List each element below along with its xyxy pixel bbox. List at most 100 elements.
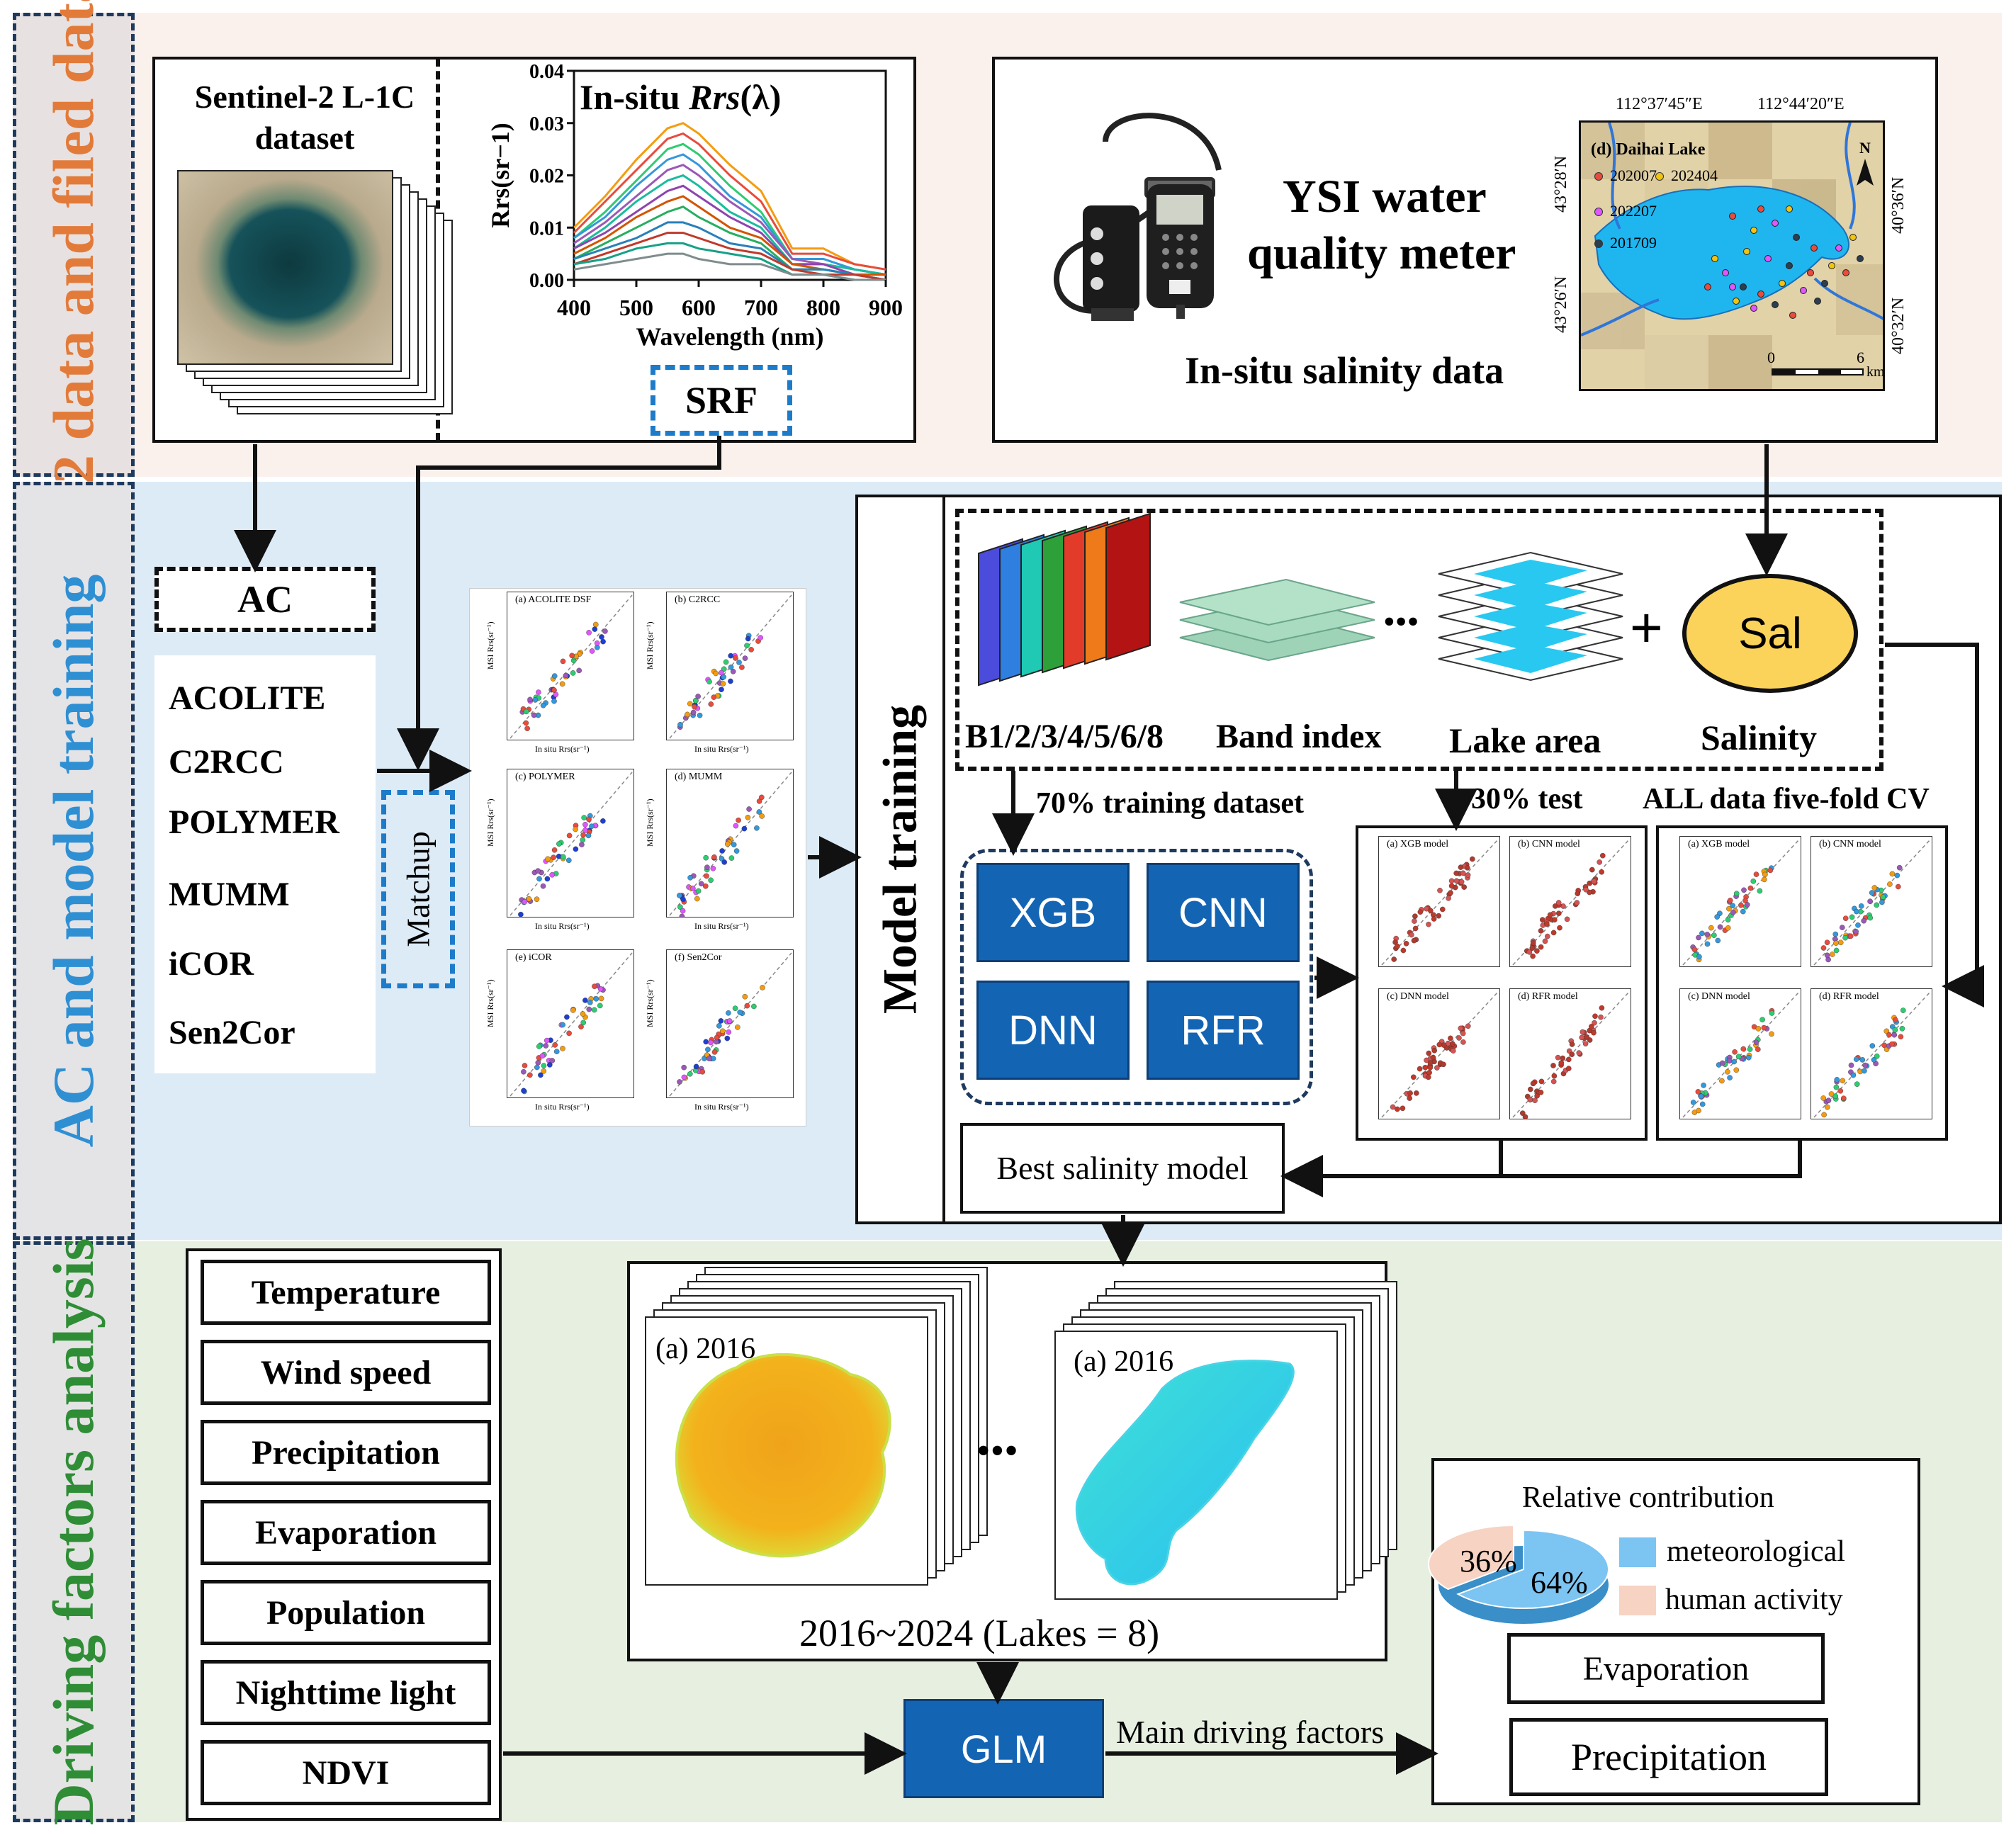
test-subplot — [1378, 836, 1500, 967]
scatter-point — [1711, 932, 1717, 938]
map-sample-point — [1757, 290, 1764, 298]
one-to-one-line — [1381, 991, 1499, 1118]
one-to-one-line — [509, 594, 633, 739]
best-model-label: Best salinity model — [996, 1150, 1249, 1186]
map-sample-point — [1757, 205, 1764, 213]
scatter-point — [593, 621, 599, 628]
scatter-point — [1886, 1032, 1892, 1038]
scatter-point — [697, 712, 703, 718]
scatter-point — [1753, 1039, 1759, 1046]
scatter-point — [1534, 948, 1540, 954]
scatter-point — [714, 1034, 720, 1041]
scatter-point — [1704, 941, 1711, 947]
scatter-point — [1426, 921, 1431, 927]
scatter-point — [1858, 903, 1864, 909]
scatter-point — [1696, 954, 1702, 960]
scatter-point — [597, 1003, 603, 1009]
scatter-point — [1530, 940, 1536, 946]
scatter-point — [1833, 940, 1839, 946]
scatter-point — [1540, 917, 1545, 922]
scatter-point — [1446, 896, 1451, 901]
scatter-point — [1719, 1060, 1725, 1066]
scatter-point — [1731, 1058, 1737, 1065]
scatter-point — [1861, 918, 1866, 924]
scatter-point — [728, 664, 734, 670]
scatter-point — [549, 1058, 556, 1063]
ysi-title-line1: YSI water — [1283, 171, 1487, 222]
scatter-point — [1431, 916, 1437, 922]
map-sample-point — [1740, 283, 1747, 290]
scatter-point — [1833, 1084, 1840, 1090]
scatter-point — [1704, 932, 1711, 937]
scatter-point — [1412, 918, 1417, 924]
ysi-title-line2: quality meter — [1247, 227, 1516, 279]
ac-subplot-ylabel: MSI Rrs(sr⁻¹) — [485, 621, 495, 670]
ac-subplot-xlabel: In situ Rrs(sr⁻¹) — [535, 921, 590, 931]
scatter-point — [576, 667, 582, 674]
scatter-point — [547, 1062, 553, 1068]
scatter-point — [1425, 1074, 1431, 1080]
map-sample-point — [1729, 283, 1736, 290]
scatter-point — [1880, 894, 1886, 900]
scatter-point — [1530, 1080, 1536, 1087]
scatter-point — [1417, 909, 1424, 915]
ac-box: AC — [154, 567, 376, 632]
scatter-point — [1449, 1041, 1455, 1046]
ac-subplot-plot — [669, 772, 792, 917]
scatter-point — [1390, 1104, 1396, 1110]
scatter-point — [581, 815, 587, 820]
scatter-point — [1730, 903, 1735, 909]
scatter-point — [522, 1063, 528, 1068]
map-sample-point — [1772, 301, 1779, 308]
map-legend-label: 201709 — [1610, 234, 1657, 252]
ac-method-sen2cor: Sen2Cor — [169, 1014, 295, 1051]
scatter-point — [706, 679, 712, 684]
scatter-point — [735, 1024, 740, 1030]
scatter-point — [731, 842, 737, 847]
scatter-point — [1828, 1091, 1835, 1097]
ac-subplot — [666, 592, 794, 740]
scatter-point — [540, 883, 546, 889]
scatter-point — [1529, 945, 1536, 952]
rrs-chart-title: In-situ Rrs(λ) — [580, 77, 782, 117]
scatter-point — [536, 689, 541, 695]
model-training-divider — [942, 496, 945, 1223]
inputs-ellipsis: ••• — [1383, 603, 1419, 640]
map-sample-point — [1779, 280, 1786, 287]
scatter-point — [1832, 931, 1839, 937]
scatter-point — [1560, 1055, 1566, 1061]
factor-precipitation: Precipitation — [201, 1420, 491, 1485]
scatter-point — [1719, 1078, 1725, 1084]
scatter-point — [561, 854, 566, 860]
scatter-point — [739, 665, 745, 670]
scatter-point — [1458, 1025, 1463, 1032]
scatter-point — [551, 698, 557, 704]
map-sample-point — [1711, 255, 1718, 262]
scatter-point — [1527, 1086, 1533, 1092]
scatter-point — [1887, 881, 1893, 887]
test-subplot-plot — [1512, 839, 1630, 966]
scatter-point — [758, 794, 765, 801]
scatter-point — [1555, 1054, 1561, 1061]
scatter-point — [1698, 1093, 1704, 1100]
scatter-point — [1891, 1032, 1898, 1038]
dataset-title: Sentinel-2 L-1C dataset — [194, 79, 415, 156]
scatter-point — [1834, 1077, 1840, 1083]
scatter-point — [1553, 903, 1558, 909]
scatter-point — [1426, 1050, 1432, 1056]
scatter-point — [1547, 912, 1553, 918]
scatter-point — [1824, 1104, 1830, 1110]
scatter-point — [582, 822, 588, 828]
ysi-caption: In-situ salinity data — [1185, 349, 1504, 392]
scatter-point — [587, 1000, 593, 1005]
scatter-point — [563, 672, 569, 679]
scatter-point — [1460, 1030, 1466, 1037]
scatter-point — [1898, 1034, 1904, 1040]
scatter-point — [527, 696, 533, 703]
map-label-1: (a) 2016 — [655, 1333, 756, 1365]
scatter-point — [566, 832, 573, 839]
scatter-point — [1591, 1029, 1597, 1036]
map-lon-2: 112°44′20″E — [1757, 95, 1845, 113]
scatter-point — [1883, 1028, 1890, 1034]
scatter-point — [1400, 1105, 1406, 1112]
